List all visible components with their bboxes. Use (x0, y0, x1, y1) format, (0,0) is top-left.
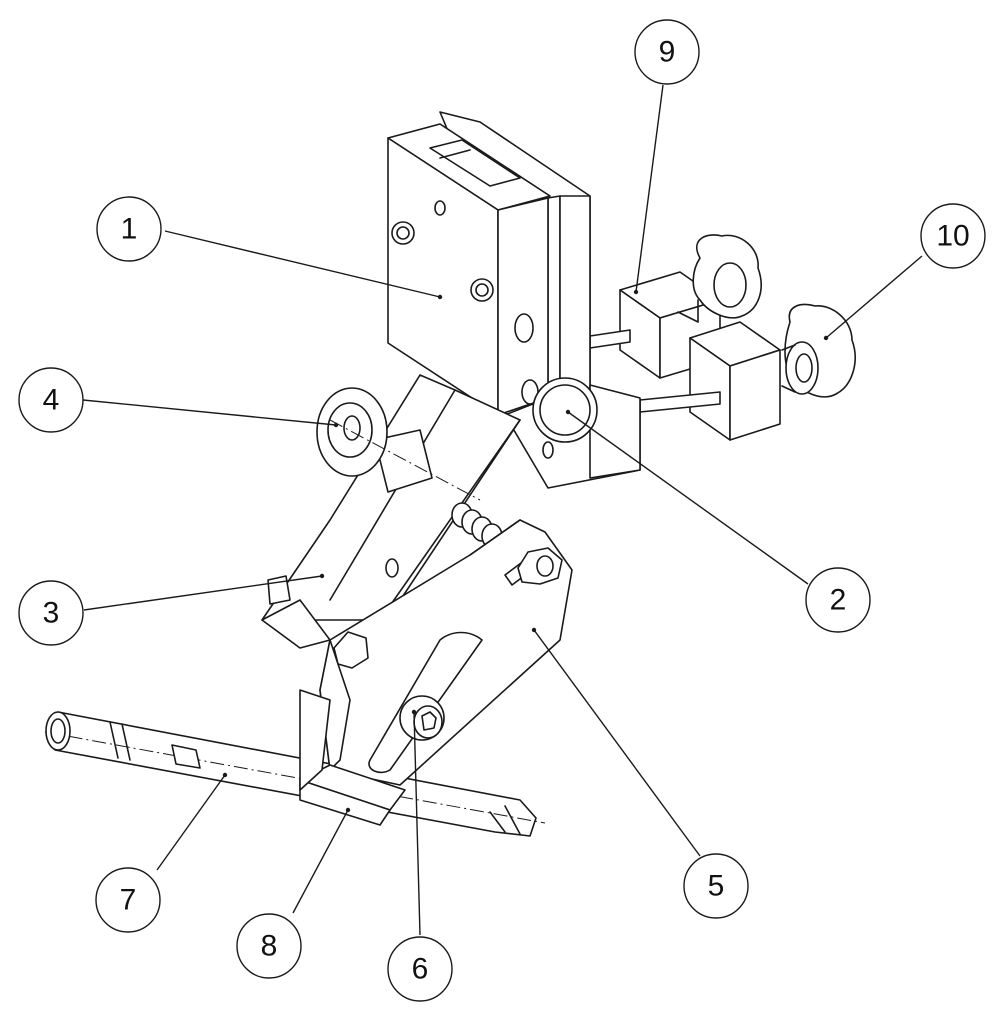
leader-lines (82, 84, 923, 936)
svg-text:1: 1 (121, 213, 138, 246)
callout-3: 3 (18, 580, 84, 646)
callout-2: 2 (805, 567, 871, 633)
svg-text:10: 10 (936, 220, 969, 253)
svg-text:6: 6 (412, 953, 429, 986)
part-2-knob-screw (521, 377, 598, 443)
svg-text:7: 7 (120, 884, 137, 917)
callout-6: 6 (387, 936, 453, 1002)
svg-text:5: 5 (708, 870, 725, 903)
callout-8: 8 (236, 913, 302, 979)
callout-7: 7 (95, 867, 161, 933)
spring (451, 502, 503, 549)
callout-1: 1 (96, 196, 162, 262)
callout-5: 5 (683, 853, 749, 919)
part-4-shoulder-screw (316, 387, 481, 501)
part-3-swing-arm (261, 374, 521, 649)
svg-text:4: 4 (43, 384, 60, 417)
callout-10: 10 (920, 203, 986, 269)
svg-text:2: 2 (830, 584, 847, 617)
svg-text:9: 9 (659, 36, 676, 69)
part-6-socket-screw (399, 695, 445, 741)
svg-text:8: 8 (261, 930, 278, 963)
callout-9: 9 (634, 19, 700, 85)
part-7-shaft (44, 711, 546, 837)
callout-4: 4 (18, 367, 84, 433)
svg-text:3: 3 (43, 597, 60, 630)
part-8-clamp-block (299, 689, 406, 826)
